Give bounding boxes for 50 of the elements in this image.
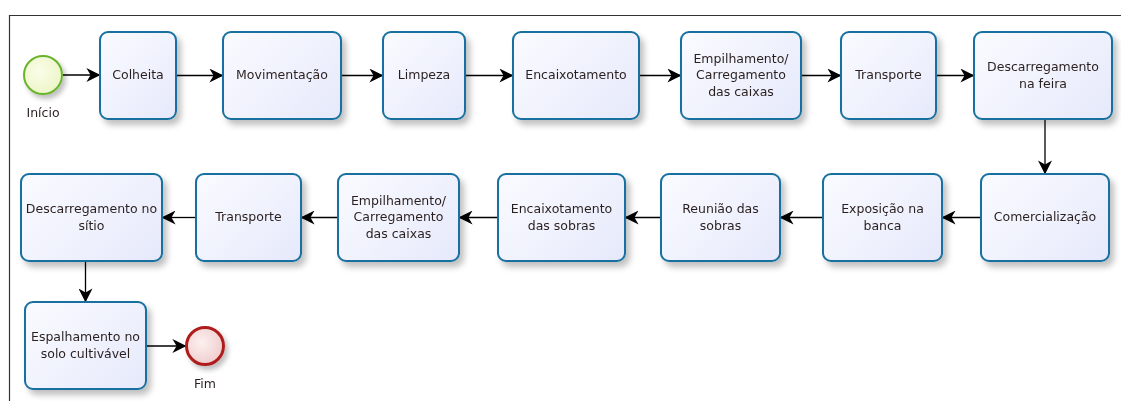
task-box: [497, 173, 626, 262]
task-label: Limpeza: [397, 67, 451, 84]
task-box: [20, 173, 163, 262]
task-label: Reunião das sobras: [681, 201, 760, 234]
task-label: Descarregamento no sítio: [25, 201, 158, 234]
task-label: Transporte: [215, 209, 282, 226]
task-label: Exposição na banca: [840, 201, 925, 234]
arrow: [176, 68, 224, 83]
arrow: [779, 210, 823, 225]
task-label: Movimentação: [236, 67, 328, 84]
task-label: Descarregamento na feira: [986, 59, 1100, 92]
arrow: [624, 210, 661, 225]
task-label: Encaixotamento: [525, 67, 627, 84]
arrow: [161, 210, 196, 225]
arrow: [1038, 119, 1052, 175]
task-label: Empilhamento/ Carregamento das caixas: [349, 193, 448, 242]
arrow: [801, 68, 842, 83]
task-box: [337, 173, 460, 262]
task-label: Transporte: [855, 67, 922, 84]
arrow: [78, 261, 93, 303]
task-label: Colheita: [112, 67, 164, 84]
task-box: [24, 301, 147, 390]
arrow: [341, 68, 384, 83]
task-label: Empilhamento/ Carregamento das caixas: [692, 51, 790, 100]
arrow: [465, 68, 514, 83]
task-label: Espalhamento no solo cultivável: [30, 329, 141, 362]
task-box: [840, 31, 937, 120]
event-label: Início: [26, 105, 60, 120]
task-box: [512, 31, 640, 120]
task-label: Comercialização: [993, 209, 1097, 226]
arrow: [941, 210, 981, 225]
event-circle: [185, 326, 225, 366]
task-box: [195, 173, 302, 262]
task-box: [222, 31, 342, 120]
task-box: [382, 31, 466, 120]
arrow: [62, 68, 101, 82]
task-box: [980, 173, 1110, 262]
arrow: [936, 68, 975, 83]
task-box: [680, 31, 802, 120]
arrow: [458, 210, 498, 225]
event-circle: [23, 55, 63, 95]
arrow: [300, 210, 338, 225]
arrow: [639, 68, 682, 83]
task-box: [99, 31, 177, 120]
event-label: Fim: [194, 376, 216, 391]
task-box: [822, 173, 943, 262]
task-box: [973, 31, 1113, 120]
arrow: [146, 339, 187, 353]
task-label: Encaixotamento das sobras: [509, 201, 614, 234]
task-box: [660, 173, 781, 262]
